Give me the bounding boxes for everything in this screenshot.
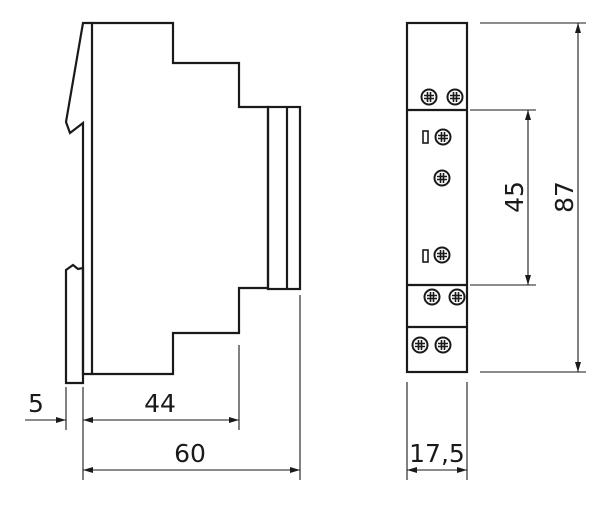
terminal-screw-icon — [433, 169, 451, 187]
dim-label-17-5: 17,5 — [409, 439, 465, 468]
led-indicator-1 — [422, 130, 429, 144]
dim-label-60: 60 — [174, 439, 206, 468]
terminal-screw-icon — [423, 288, 441, 306]
dim-label-5: 5 — [28, 389, 44, 418]
side-body-outline — [90, 21, 270, 376]
terminal-screw-icon — [434, 128, 452, 146]
dimension-lines: 5 44 60 17,5 45 87 — [25, 22, 586, 480]
dim-label-44: 44 — [144, 389, 176, 418]
bottom-rail-clip — [64, 263, 85, 385]
terminal-screw-icon — [433, 246, 451, 264]
front-housing — [405, 21, 469, 374]
terminal-screw-icon — [446, 88, 464, 106]
terminal-screw-icon — [448, 288, 466, 306]
top-rail-clip — [64, 21, 92, 376]
terminal-screw-icon — [411, 336, 429, 354]
front-view — [405, 21, 469, 374]
side-view — [64, 21, 302, 385]
led-indicator-2 — [422, 249, 429, 263]
terminal-screw-icon — [420, 88, 438, 106]
terminal-screw-icon — [434, 336, 452, 354]
dim-label-87: 87 — [550, 181, 579, 213]
dim-label-45: 45 — [500, 181, 529, 213]
front-cover — [266, 105, 302, 291]
